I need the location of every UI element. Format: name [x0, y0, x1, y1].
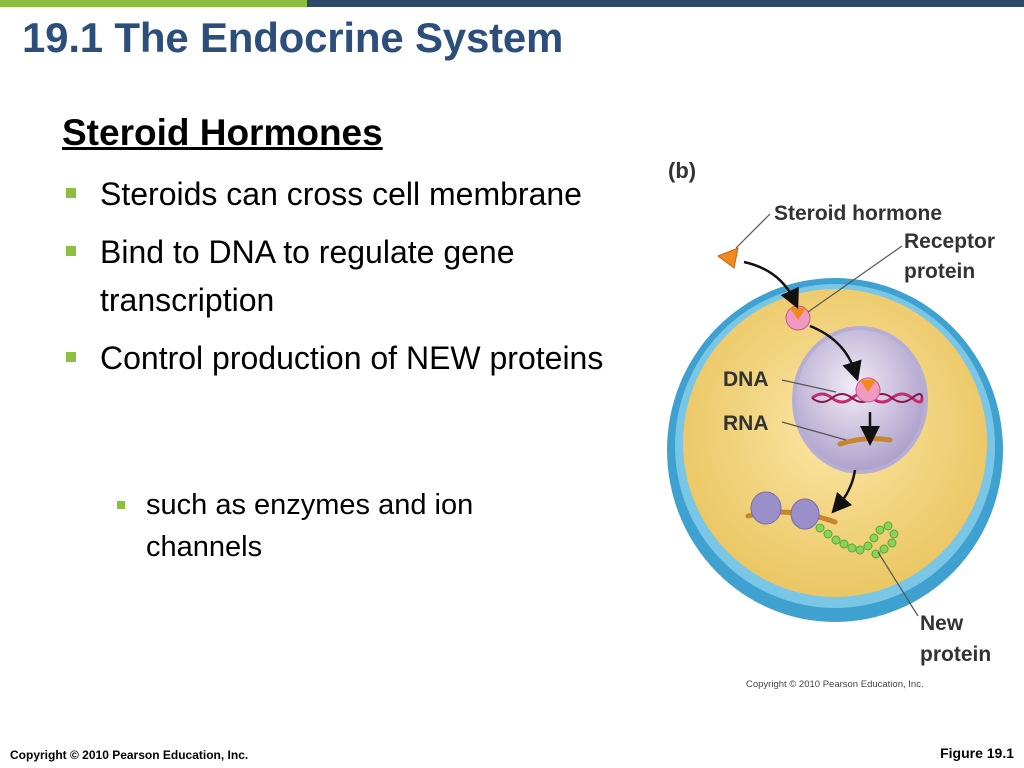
label-new-protein-line1: New [920, 612, 964, 635]
leader-receptor [807, 245, 903, 313]
bullet-text: Steroids can cross cell membrane [100, 176, 582, 212]
arrow-hormone-to-receptor [743, 260, 799, 310]
bullet-text: Control production of NEW proteins [100, 340, 604, 376]
square-bullet-icon [66, 188, 76, 198]
leader-rna [781, 421, 847, 441]
square-bullet-icon [66, 246, 76, 256]
arrow-rna-to-ribosome [831, 469, 857, 514]
leader-new-protein [877, 551, 919, 617]
figure-copyright: Copyright © 2010 Pearson Education, Inc. [746, 679, 924, 690]
top-accent-bar [0, 0, 1024, 7]
leader-steroid-hormone [735, 213, 771, 249]
bullet-item: Bind to DNA to regulate gene transcripti… [62, 228, 642, 324]
section-heading: Steroid Hormones [62, 112, 383, 153]
bullet-list: Steroids can cross cell membrane Bind to… [62, 170, 642, 392]
label-rna: RNA [723, 412, 769, 435]
top-bar-navy [307, 0, 1024, 7]
sub-bullet-text: such as enzymes and ion channels [146, 489, 474, 563]
label-dna: DNA [723, 368, 769, 391]
nucleus [792, 326, 928, 474]
ribosome [750, 491, 782, 525]
ribosome [790, 498, 820, 530]
new-protein-chain [815, 521, 899, 559]
bullet-item: Control production of NEW proteins [62, 334, 642, 382]
steroid-hormone-molecule [716, 247, 739, 269]
label-receptor-line1: Receptor [904, 230, 995, 253]
arrow-receptor-to-dna [809, 324, 862, 382]
bullet-text: Bind to DNA to regulate gene transcripti… [100, 234, 515, 318]
steroid-hormone-figure: (b) Steroid hormone Receptor protein DNA… [667, 158, 1003, 690]
panel-label: (b) [668, 158, 696, 183]
label-steroid-hormone: Steroid hormone [774, 202, 942, 225]
square-bullet-icon [66, 352, 76, 362]
hormone-bound [790, 308, 806, 320]
slide-title: 19.1 The Endocrine System [22, 14, 564, 61]
hormone-on-dna [860, 380, 876, 392]
footer-copyright: Copyright © 2010 Pearson Education, Inc. [10, 748, 249, 762]
label-new-protein-line2: protein [920, 643, 991, 666]
bullet-item: Steroids can cross cell membrane [62, 170, 642, 218]
leader-dna [781, 379, 837, 393]
square-bullet-icon [117, 501, 125, 509]
top-bar-green [0, 0, 307, 7]
sub-bullet-list: such as enzymes and ion channels [114, 484, 584, 568]
sub-bullet-item: such as enzymes and ion channels [114, 484, 584, 568]
figure-reference: Figure 19.1 [940, 745, 1014, 761]
label-receptor-line2: protein [904, 260, 975, 283]
